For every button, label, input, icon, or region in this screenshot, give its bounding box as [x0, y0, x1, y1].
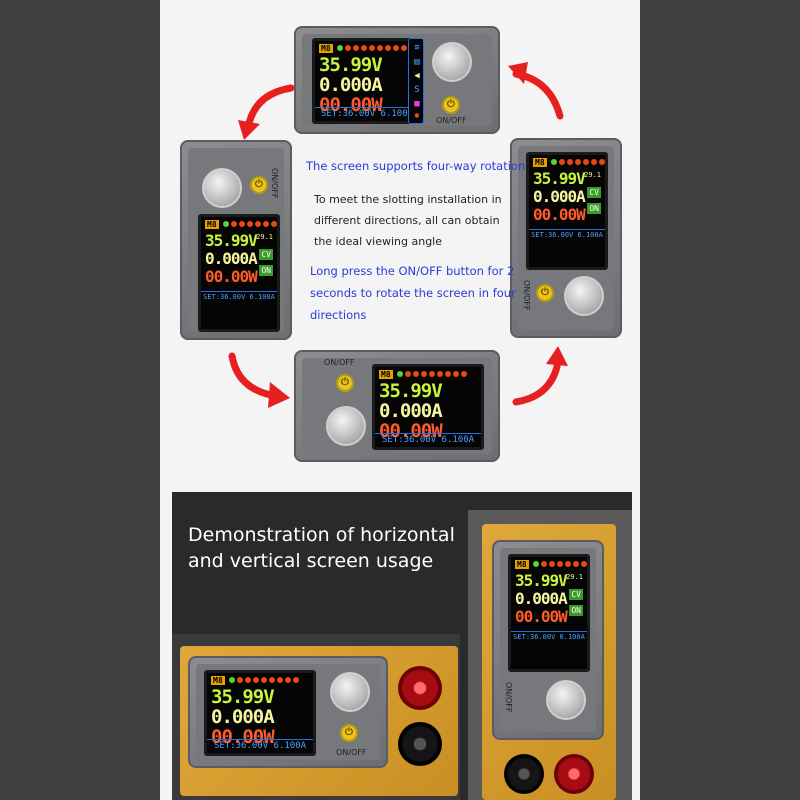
adjust-knob[interactable]: [564, 276, 604, 316]
mode-badge: CV: [259, 249, 273, 260]
rotation-arrow-bottom-left: [228, 352, 290, 408]
current-readout: 0.000A: [379, 400, 443, 422]
power-button[interactable]: ⏻: [250, 176, 268, 194]
device-right: M8 35.99V 0.000A 00.00W SET:36.00V 6.100…: [510, 138, 622, 338]
rotation-arrow-top-right: [508, 62, 564, 120]
press-instruction: Long press the ON/OFF button for 2 secon…: [310, 264, 516, 322]
set-line: SET:36.00V 6.100A: [315, 107, 419, 119]
state-badge: ON: [569, 605, 583, 616]
onoff-label: ON/OFF: [522, 280, 531, 311]
power-readout: 00.00W: [319, 94, 383, 116]
adjust-knob[interactable]: [202, 168, 242, 208]
set-line: SET:36.00V 6.100A: [201, 291, 277, 301]
current-readout: 0.000A: [533, 187, 586, 206]
adjust-knob[interactable]: [330, 672, 370, 712]
voltage-readout: 35.99V: [319, 54, 383, 76]
mode-badge: CV: [587, 187, 601, 198]
device-bottom: ON/OFF ⏻ M8 35.99V 0.000A 00.00W SET:36.…: [294, 350, 500, 462]
model-badge: M8: [515, 560, 529, 569]
red-terminal: [398, 666, 442, 710]
voltage-readout: 35.99V: [515, 571, 568, 590]
demo-section: Demonstration of horizontal and vertical…: [172, 492, 632, 800]
set-line: SET:36.00V 6.100A: [529, 229, 605, 239]
temperature-readout: 29.1: [584, 171, 601, 179]
device-top: M8 35.99V 0.000A 00.00W SET:36.00V 6.100…: [294, 26, 500, 134]
onoff-label: ON/OFF: [324, 358, 355, 367]
power-readout: 00.00W: [515, 607, 568, 626]
model-badge: M8: [211, 676, 225, 685]
lcd-screen: M8 35.99V 0.000A 00.00W SET:36.00V 6.100…: [526, 152, 608, 270]
rotation-arrow-top-left: [238, 84, 295, 140]
onoff-label: ON/OFF: [336, 748, 367, 757]
horizontal-usage-photo: M8 35.99V 0.000A 00.00W SET:36.00V 6.100…: [172, 634, 460, 800]
model-badge: M8: [205, 220, 219, 229]
model-badge: M8: [319, 44, 333, 53]
state-badge: ON: [259, 265, 273, 276]
power-readout: 00.00W: [533, 205, 586, 224]
power-button[interactable]: ⏻: [340, 724, 358, 742]
onoff-label: ON/OFF: [436, 116, 467, 125]
adjust-knob[interactable]: [432, 42, 472, 82]
black-terminal: [504, 754, 544, 794]
demo-title: Demonstration of horizontal and vertical…: [188, 524, 455, 572]
set-line: SET:36.00V 6.100A: [375, 433, 481, 445]
device-horizontal-mounted: M8 35.99V 0.000A 00.00W SET:36.00V 6.100…: [188, 656, 388, 768]
mode-badge: CV: [569, 589, 583, 600]
voltage-readout: 35.99V: [379, 380, 443, 402]
state-badge: ON: [587, 203, 601, 214]
temperature-readout: 29.1: [566, 573, 583, 581]
current-readout: 0.000A: [211, 706, 275, 728]
onoff-label: ON/OFF: [270, 168, 279, 199]
red-terminal: [554, 754, 594, 794]
temperature-readout: 29.1: [256, 233, 273, 241]
current-readout: 0.000A: [319, 74, 383, 96]
power-button[interactable]: ⏻: [536, 284, 554, 302]
adjust-knob[interactable]: [546, 680, 586, 720]
onoff-label: ON/OFF: [504, 682, 513, 713]
lcd-screen: M8 35.99V 0.000A 00.00W SET:36.00V 6.100…: [198, 214, 280, 332]
vertical-usage-photo: M8 35.99V 0.000A 00.00W SET:36.00V 6.100…: [468, 510, 632, 800]
power-readout: 00.00W: [205, 267, 258, 286]
body-text: To meet the slotting installation in dif…: [314, 193, 502, 248]
left-border: [0, 0, 160, 800]
power-readout: 00.00W: [379, 420, 443, 442]
lcd-screen: M8 35.99V 0.000A 00.00W SET:36.00V 6.100…: [508, 554, 590, 672]
voltage-readout: 35.99V: [211, 686, 275, 708]
rotation-arrow-bottom-right: [512, 346, 568, 406]
lcd-screen: M8 35.99V 0.000A 00.00W SET:36.00V 6.100…: [312, 38, 422, 124]
device-vertical-mounted: M8 35.99V 0.000A 00.00W SET:36.00V 6.100…: [492, 540, 604, 740]
current-readout: 0.000A: [515, 589, 568, 608]
current-readout: 0.000A: [205, 249, 258, 268]
lcd-screen: M8 35.99V 0.000A 00.00W SET:36.00V 6.100…: [204, 670, 316, 756]
lcd-side-panel: ≋ ▤ ◀ S ■ ✱: [408, 38, 424, 124]
lcd-screen: M8 35.99V 0.000A 00.00W SET:36.00V 6.100…: [372, 364, 484, 450]
headline: The screen supports four-way rotation: [306, 159, 526, 173]
model-badge: M8: [533, 158, 547, 167]
model-badge: M8: [379, 370, 393, 379]
voltage-readout: 35.99V: [205, 231, 258, 250]
power-button[interactable]: ⏻: [336, 374, 354, 392]
device-left: ⏻ ON/OFF M8 35.99V 0.000A 00.00W SET:36.…: [180, 140, 292, 340]
set-line: SET:36.00V 6.100A: [511, 631, 587, 641]
right-border: [640, 0, 800, 800]
adjust-knob[interactable]: [326, 406, 366, 446]
black-terminal: [398, 722, 442, 766]
set-line: SET:36.00V 6.100A: [207, 739, 313, 751]
power-readout: 00.00W: [211, 726, 275, 748]
power-button[interactable]: ⏻: [442, 96, 460, 114]
voltage-readout: 35.99V: [533, 169, 586, 188]
